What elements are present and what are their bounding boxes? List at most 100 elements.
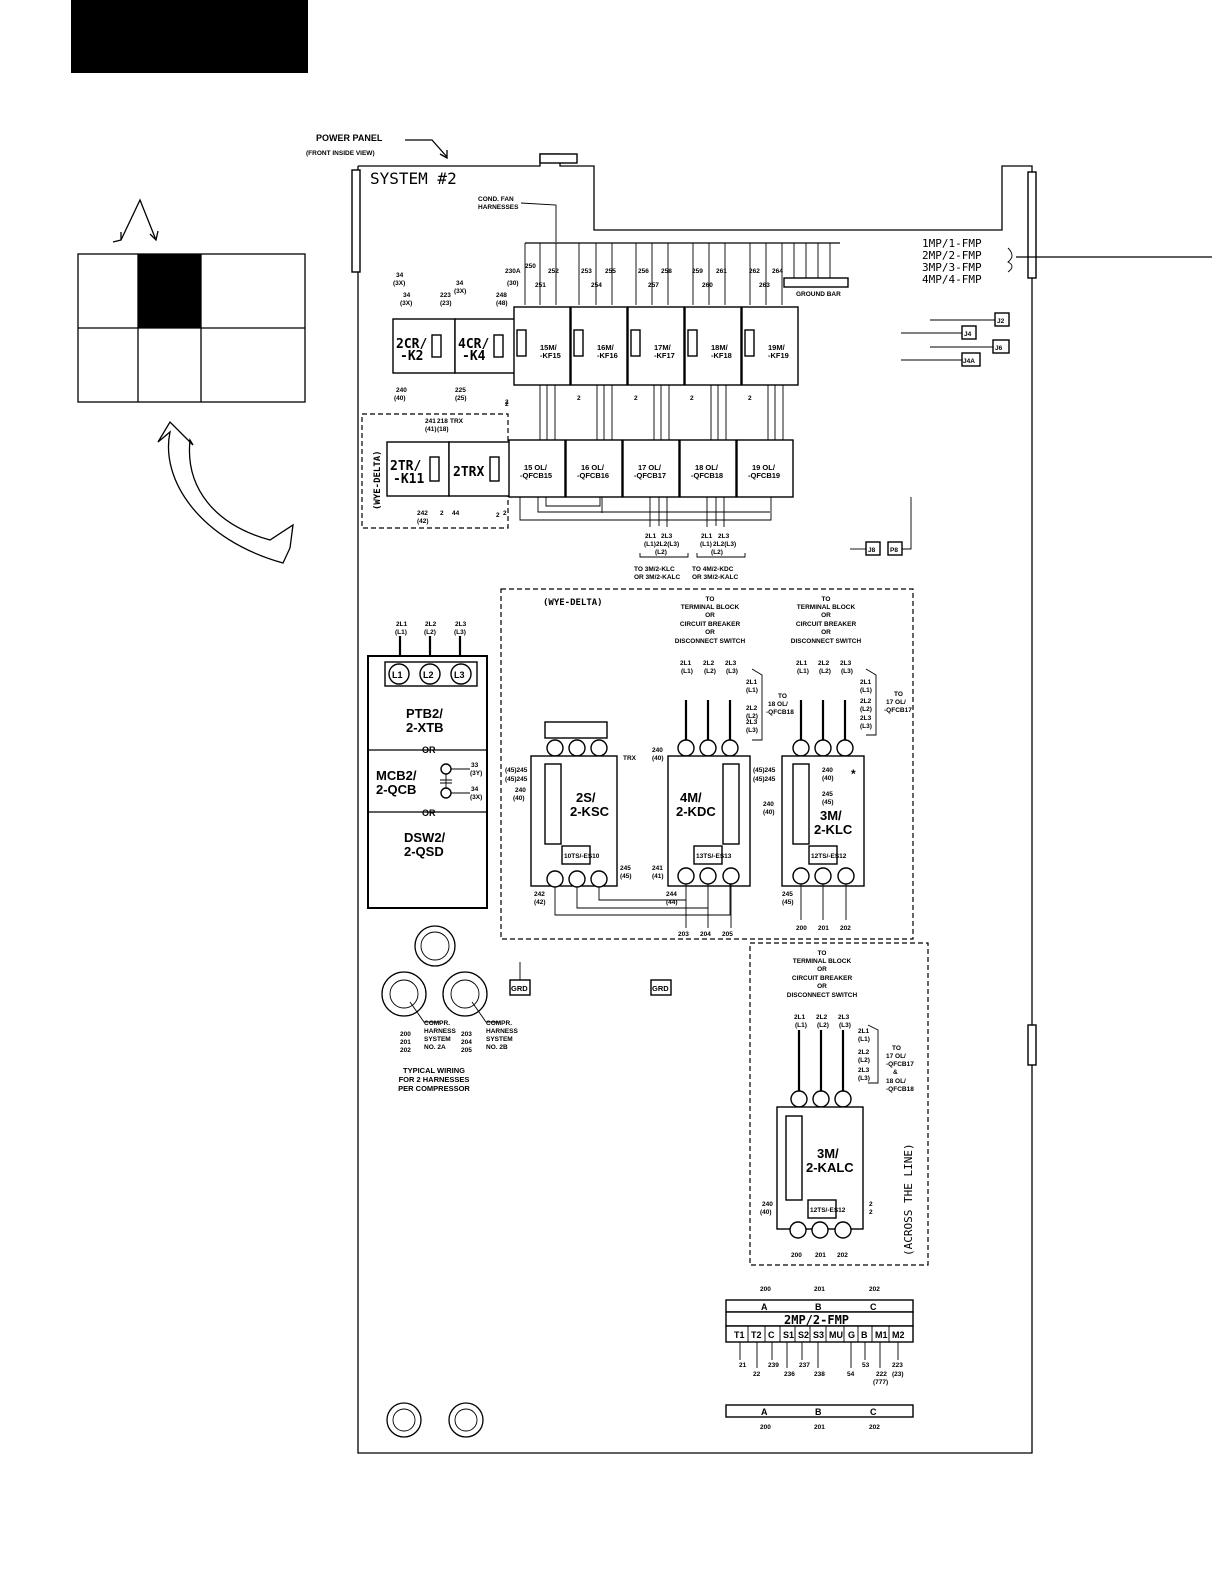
svg-text:12TS/-ES12: 12TS/-ES12: [811, 853, 847, 860]
svg-text:HARNESS: HARNESS: [424, 1028, 456, 1035]
svg-text:257: 257: [648, 282, 659, 289]
svg-text:TO: TO: [778, 693, 787, 700]
svg-text:(L3): (L3): [858, 1075, 870, 1082]
svg-text:2L1: 2L1: [796, 660, 808, 667]
svg-text:245: 245: [620, 865, 631, 872]
svg-text:(ACROSS THE LINE): (ACROSS THE LINE): [902, 1143, 915, 1256]
svg-text:(L1): (L1): [681, 668, 693, 675]
svg-text:(3X): (3X): [400, 300, 412, 307]
svg-text:240: 240: [515, 787, 526, 794]
harnesses-label: HARNESSES: [478, 204, 519, 211]
svg-text:(L1): (L1): [746, 687, 758, 694]
svg-text:OR 3M/2-KALC: OR 3M/2-KALC: [634, 574, 681, 581]
svg-text:15M/: 15M/: [540, 343, 558, 352]
svg-text:(L1): (L1): [395, 629, 407, 636]
svg-text:(L1): (L1): [700, 541, 712, 548]
svg-text:G: G: [848, 1330, 855, 1340]
svg-text:223: 223: [440, 292, 451, 299]
svg-text:OR: OR: [422, 745, 436, 755]
svg-text:2L1: 2L1: [858, 1028, 870, 1035]
svg-text:17M/: 17M/: [654, 343, 672, 352]
svg-text:(44): (44): [666, 899, 678, 906]
svg-text:19 OL/: 19 OL/: [752, 463, 776, 472]
svg-text:252: 252: [548, 268, 559, 275]
svg-text:-QFCB18: -QFCB18: [886, 1086, 914, 1093]
svg-text:(42): (42): [534, 899, 546, 906]
svg-text:251: 251: [535, 282, 546, 289]
svg-text:(40): (40): [763, 809, 775, 816]
svg-text:2L2: 2L2: [860, 698, 872, 705]
svg-text:OR: OR: [705, 629, 715, 636]
svg-text:201: 201: [814, 1424, 825, 1431]
hinge-right-top: [1027, 171, 1037, 279]
svg-text:245: 245: [822, 791, 833, 798]
svg-text:-KF16: -KF16: [597, 351, 618, 360]
svg-text:205: 205: [461, 1047, 472, 1054]
svg-text:TO: TO: [894, 691, 903, 698]
svg-text:S1: S1: [783, 1330, 794, 1340]
svg-text:2L3: 2L3: [718, 533, 730, 540]
svg-text:256: 256: [638, 268, 649, 275]
svg-text:2: 2: [440, 510, 444, 517]
svg-text:TYPICAL WIRING: TYPICAL WIRING: [403, 1066, 465, 1075]
svg-text:242: 242: [417, 510, 428, 517]
svg-text:2L3: 2L3: [661, 533, 673, 540]
svg-text:2L2: 2L2: [746, 705, 758, 712]
svg-text:2L3: 2L3: [840, 660, 852, 667]
svg-text:248: 248: [496, 292, 507, 299]
wye-delta-contactors: (WYE-DELTA) TO TERMINAL BLOCK OR CIRCUIT…: [500, 588, 914, 940]
svg-text:204: 204: [461, 1039, 472, 1046]
svg-text:(40): (40): [652, 755, 664, 762]
svg-text:2-KALC: 2-KALC: [806, 1160, 854, 1175]
svg-text:2L1: 2L1: [794, 1014, 806, 1021]
svg-text:-K2: -K2: [400, 349, 423, 364]
svg-text:241: 241: [425, 418, 436, 425]
svg-text:203: 203: [678, 931, 689, 938]
svg-text:240: 240: [822, 767, 833, 774]
fmp-terminal-strip: 200 201 202 A B C 2MP/2-FMP T1 T2 C S1 S…: [725, 1286, 914, 1431]
overload-breakers: 15 OL/ -QFCB15 16 OL/ -QFCB16 17 OL/ -QF…: [508, 385, 794, 581]
svg-text:(L2): (L2): [819, 668, 831, 675]
svg-text:239: 239: [768, 1362, 779, 1369]
svg-text:M2: M2: [892, 1330, 905, 1340]
svg-text:OR: OR: [422, 808, 436, 818]
svg-text:2: 2: [496, 512, 500, 519]
connector-group: J2 J4 J6 J4A J8 P8: [850, 312, 1010, 556]
svg-text:253: 253: [581, 268, 592, 275]
svg-text:2MP/2-FMP: 2MP/2-FMP: [922, 249, 982, 262]
svg-text:(23): (23): [892, 1371, 904, 1378]
svg-text:200: 200: [760, 1286, 771, 1293]
svg-text:201: 201: [815, 1252, 826, 1259]
svg-text:DSW2/: DSW2/: [404, 830, 446, 845]
svg-text:(L3): (L3): [839, 1022, 851, 1029]
svg-text:(L1): (L1): [795, 1022, 807, 1029]
svg-text:203: 203: [461, 1031, 472, 1038]
svg-text:OR: OR: [817, 966, 827, 973]
svg-text:2L2: 2L2: [703, 660, 715, 667]
svg-text:(L1): (L1): [858, 1036, 870, 1043]
svg-text:21: 21: [739, 1362, 747, 1369]
svg-text:2L1: 2L1: [645, 533, 657, 540]
svg-text:200: 200: [760, 1424, 771, 1431]
svg-text:244: 244: [666, 891, 677, 898]
svg-text:CIRCUIT BREAKER: CIRCUIT BREAKER: [796, 621, 857, 628]
svg-text:NO. 2B: NO. 2B: [486, 1044, 508, 1051]
svg-text:(3X): (3X): [454, 288, 466, 295]
svg-text:4MP/4-FMP: 4MP/4-FMP: [922, 273, 982, 286]
svg-text:4M/: 4M/: [680, 790, 702, 805]
svg-text:(25): (25): [455, 395, 467, 402]
top-wire-numbers: 250 251 252 253 254 255 256 257 258 259 …: [525, 263, 783, 289]
svg-text:(41): (41): [425, 426, 437, 433]
svg-text:19M/: 19M/: [768, 343, 786, 352]
locator-map: [77, 198, 306, 564]
across-the-line: (ACROSS THE LINE) TO TERMINAL BLOCK OR C…: [749, 942, 929, 1266]
svg-text:TO: TO: [706, 596, 715, 603]
svg-text:DISCONNECT SWITCH: DISCONNECT SWITCH: [787, 992, 858, 999]
svg-text:236: 236: [784, 1371, 795, 1378]
svg-text:-KF17: -KF17: [654, 351, 675, 360]
svg-text:261: 261: [716, 268, 727, 275]
svg-text:2-KSC: 2-KSC: [570, 804, 610, 819]
svg-text:2S/: 2S/: [576, 790, 596, 805]
svg-text:(L3): (L3): [726, 668, 738, 675]
